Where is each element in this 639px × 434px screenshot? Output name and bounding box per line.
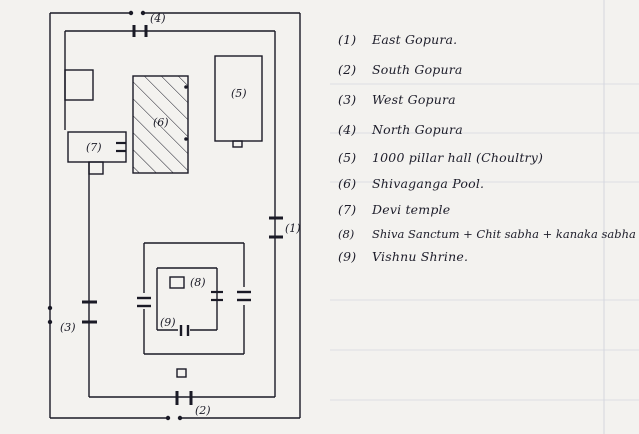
legend-item-pillar-hall: (5) 1000 pillar hall (Choultry) [338, 150, 543, 165]
shiva-sanctum [156, 267, 223, 336]
small-shrine-nw [64, 69, 94, 101]
outer-wall [49, 12, 301, 419]
legend-text: West Gopura [372, 92, 456, 107]
legend-text: Devi temple [372, 202, 451, 217]
legend-text: South Gopura [372, 62, 463, 77]
legend-item-shiva-sanctum: (8) Shiva Sanctum + Chit sabha + kanaka s… [338, 227, 636, 241]
label-devi-temple: (7) [86, 141, 102, 154]
legend-text: Shiva Sanctum + Chit sabha + kanaka sabh… [372, 227, 636, 241]
legend-number: (7) [338, 202, 357, 217]
label-south-gopura: (2) [195, 404, 211, 417]
legend-item-shivaganga-pool: (6) Shivaganga Pool. [338, 176, 484, 191]
label-shivaganga-pool: (6) [153, 116, 169, 129]
wall-gap-dots [47, 10, 183, 421]
label-shiva-sanctum: (8) [190, 276, 206, 289]
legend-item-south-gopura: (2) South Gopura [338, 62, 463, 77]
legend-number: (9) [338, 249, 357, 264]
legend-text: 1000 pillar hall (Choultry) [372, 150, 544, 165]
west-gopura [82, 300, 97, 324]
pillar-hall [214, 55, 263, 148]
legend-text: Shivaganga Pool. [372, 176, 485, 191]
label-pillar-hall: (5) [231, 87, 247, 100]
legend-number: (8) [338, 227, 355, 241]
legend-text: East Gopura. [372, 32, 458, 47]
east-gopura [269, 216, 283, 239]
legend-item-vishnu-shrine: (9) Vishnu Shrine. [338, 249, 468, 264]
label-west-gopura: (3) [60, 321, 76, 334]
small-structure-south [176, 368, 187, 378]
shivaganga-pool [132, 75, 189, 174]
legend-number: (2) [338, 62, 357, 77]
legend-number: (5) [338, 150, 357, 165]
legend-text: Vishnu Shrine. [372, 249, 469, 264]
north-gopura [132, 25, 148, 37]
legend-number: (3) [338, 92, 357, 107]
legend-item-devi-temple: (7) Devi temple [338, 202, 450, 217]
label-vishnu-shrine: (9) [160, 316, 176, 329]
legend-item-west-gopura: (3) West Gopura [338, 92, 456, 107]
devi-temple [67, 131, 127, 175]
label-east-gopura: (1) [285, 222, 301, 235]
south-gopura [175, 391, 193, 405]
sanctum-outer-court [137, 242, 251, 355]
temple-plan: (4) (1) (2) (3) (5) (6) (7) (8) (9) [47, 10, 301, 421]
legend-text: North Gopura [372, 122, 463, 137]
legend-number: (6) [338, 176, 357, 191]
label-north-gopura: (4) [150, 12, 166, 25]
legend-number: (1) [338, 32, 357, 47]
legend-number: (4) [338, 122, 357, 137]
legend-item-east-gopura: (1) East Gopura. [338, 32, 457, 47]
legend-item-north-gopura: (4) North Gopura [338, 122, 463, 137]
inner-enclosure [64, 30, 276, 398]
